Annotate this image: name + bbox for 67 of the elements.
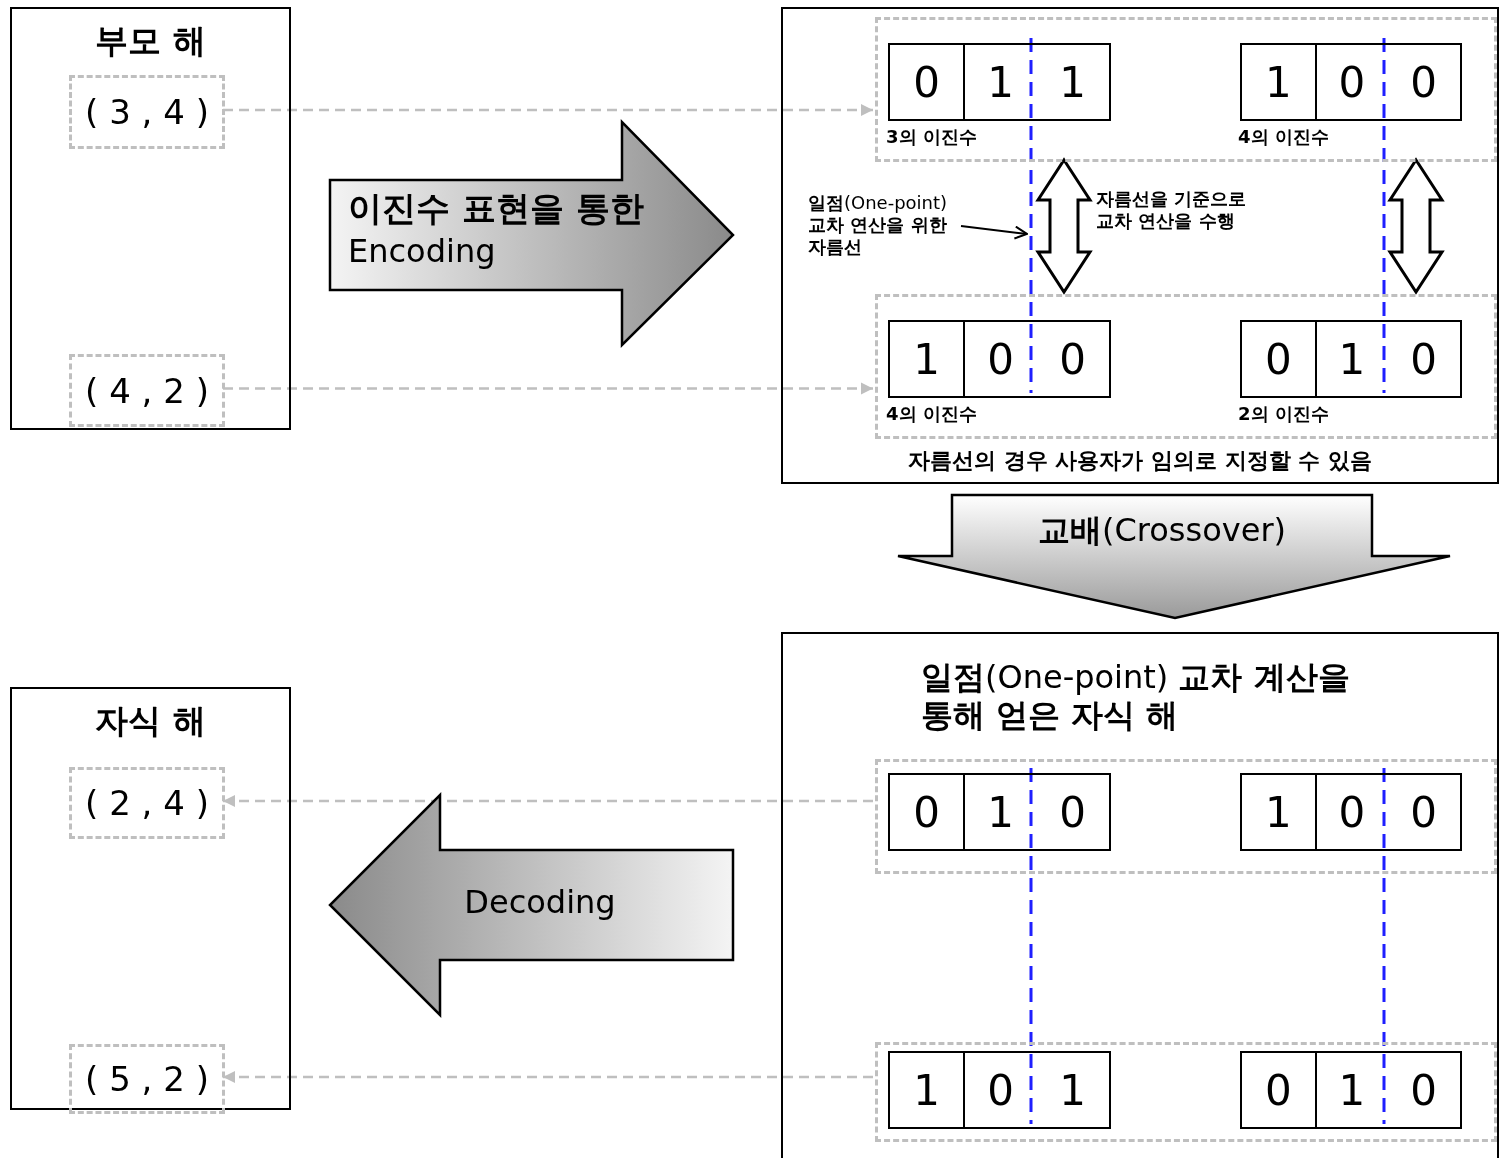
node-label: 4의 이진수 — [886, 402, 977, 426]
bit-cell: 1 — [963, 45, 1036, 119]
bit-string-box — [888, 320, 1111, 398]
value-pair: ( 4 , 2 ) — [69, 354, 225, 427]
bit-cell-text: 0 — [912, 56, 941, 109]
bit-cell-text: 0 — [1409, 786, 1438, 839]
bit-cell-text: 1 — [1263, 786, 1293, 839]
bit-string-box — [1240, 773, 1462, 851]
bit-string-box — [888, 1051, 1111, 1129]
block-arrow — [898, 495, 1450, 618]
double-arrow — [1035, 157, 1093, 295]
bit-cell-text: 1 — [912, 333, 941, 386]
node-label: 4의 이진수 — [1238, 125, 1329, 149]
panel-title: 부모 해 — [94, 20, 207, 62]
bit-cell: 1 — [1314, 1053, 1388, 1127]
bit-string-box — [1240, 320, 1462, 398]
panel-box — [10, 7, 291, 430]
arrow-label: 이진수 표현을 통한 — [348, 187, 644, 230]
node-label: 3의 이진수 — [886, 125, 977, 149]
bit-cell: 0 — [963, 1053, 1036, 1127]
arrow — [223, 382, 873, 395]
bit-cell-text: 1 — [1058, 1064, 1087, 1117]
bit-cell-text: 0 — [1058, 333, 1087, 386]
block-arrow — [330, 795, 733, 1015]
bit-string-box — [1240, 1051, 1462, 1129]
bit-cell-text: 0 — [1263, 333, 1293, 386]
dashed-group-box — [875, 17, 1497, 162]
annotation-text: 일점(One-point) 교차 연산을 위한 자름선 — [808, 192, 960, 262]
node-label: 2의 이진수 — [1238, 402, 1329, 426]
bit-cell-text: 1 — [1058, 56, 1087, 109]
dashed-group-box — [875, 294, 1497, 439]
bit-string-box — [888, 773, 1111, 851]
bit-cell-text: 0 — [1058, 786, 1087, 839]
panel-box — [781, 632, 1499, 1158]
panel-title: 자식 해 — [94, 700, 207, 742]
bit-cell-text: 1 — [1263, 56, 1293, 109]
arrow — [223, 104, 873, 116]
dashed-group-box — [875, 1042, 1497, 1142]
bit-cell-text: 0 — [1409, 56, 1438, 109]
value-pair: ( 3 , 4 ) — [69, 75, 225, 149]
panel-title: 일점(One-point) 교차 계산을 통해 얻은 자식 해 — [921, 658, 1351, 735]
bit-cell-text: 0 — [1409, 333, 1438, 386]
bit-cell-text: 0 — [1263, 1064, 1293, 1117]
double-arrow — [1387, 157, 1445, 295]
arrow-label: Encoding — [348, 232, 496, 270]
bit-cell-text: 1 — [912, 1064, 941, 1117]
annotation-text: 자름선을 기준으로 교차 연산을 수행 — [1096, 188, 1264, 238]
bit-cell-text: 0 — [1409, 1064, 1438, 1117]
arrow — [223, 795, 873, 807]
bit-cell: 0 — [963, 322, 1036, 396]
bit-string-box — [1240, 43, 1462, 121]
block-arrow — [330, 122, 733, 345]
dashed-group-box — [875, 759, 1497, 874]
bit-cell-text: 0 — [912, 786, 941, 839]
arrow-label: 교배(Crossover) — [1036, 510, 1287, 551]
note-text: 자름선의 경우 사용자가 임의로 지정할 수 있음 — [907, 447, 1373, 475]
bit-string-box — [888, 43, 1111, 121]
leader-arrow — [960, 225, 1028, 240]
bit-cell: 0 — [1314, 45, 1388, 119]
bit-cell: 1 — [1314, 322, 1388, 396]
panel-box — [781, 7, 1499, 484]
arrow-label: Decoding — [463, 883, 617, 921]
value-pair: ( 2 , 4 ) — [69, 767, 225, 839]
value-pair: ( 5 , 2 ) — [69, 1044, 225, 1114]
bit-cell: 0 — [1314, 775, 1388, 849]
bit-cell: 1 — [963, 775, 1036, 849]
arrow — [223, 1071, 873, 1083]
